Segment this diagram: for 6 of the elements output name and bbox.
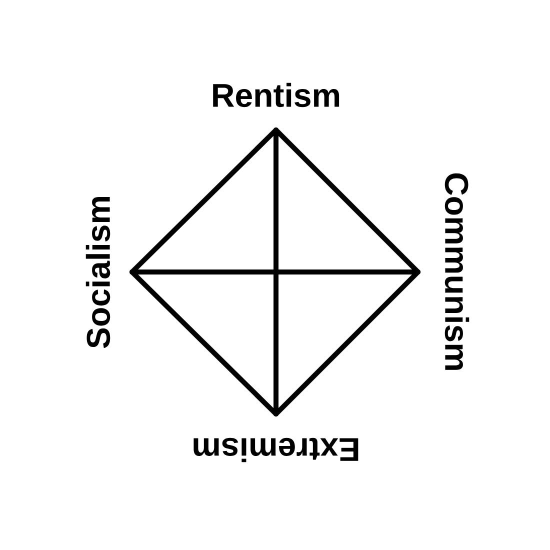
axis-label: Communism bbox=[444, 173, 470, 370]
axis-label: Rentism bbox=[213, 82, 340, 108]
axis-label: Extremism bbox=[194, 438, 358, 462]
line bbox=[274, 128, 278, 416]
line bbox=[130, 270, 420, 274]
axis-label: Socialism bbox=[86, 197, 110, 348]
